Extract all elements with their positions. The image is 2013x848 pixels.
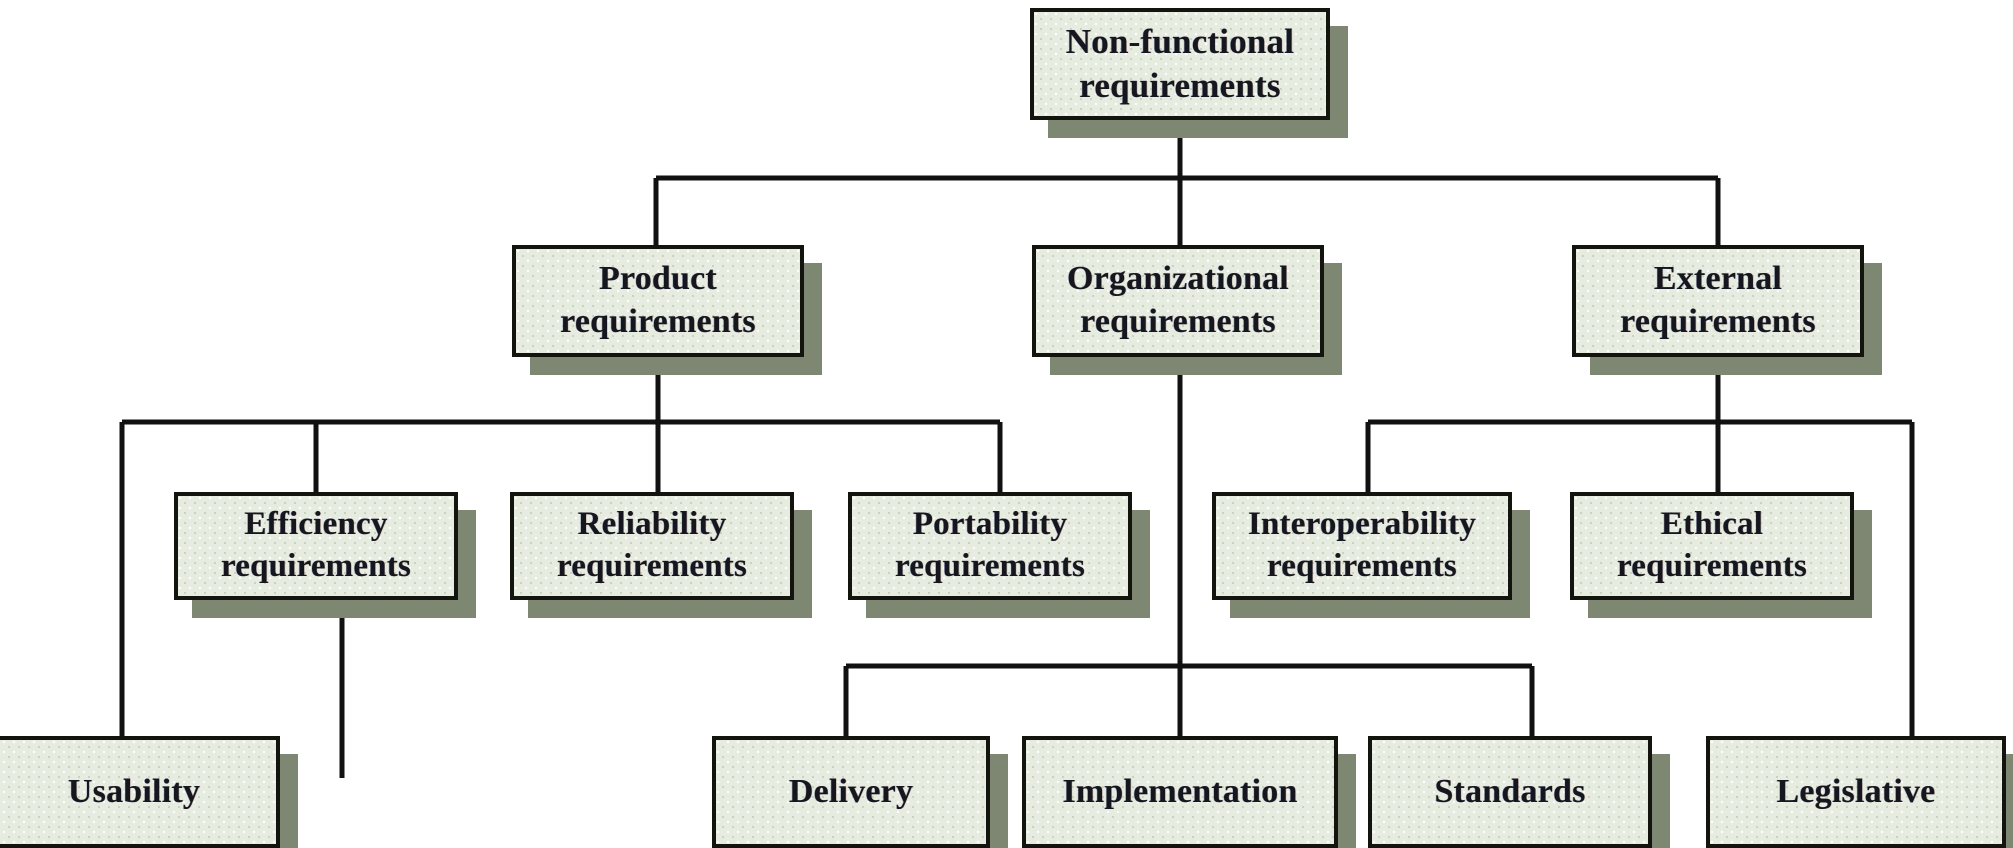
node-standards-requirements[interactable]: Standards — [1368, 736, 1652, 848]
node-label: Portability requirements — [895, 506, 1085, 584]
node-label: Usability — [67, 772, 201, 810]
node-label: Legislative — [1776, 772, 1936, 810]
node-legislative-requirements[interactable]: Legislative — [1706, 736, 2006, 848]
node-reliability-requirements[interactable]: Reliability requirements — [510, 492, 794, 600]
node-organizational-requirements[interactable]: Organizational requirements — [1032, 245, 1324, 357]
node-label: External requirements — [1620, 260, 1816, 340]
node-delivery-requirements[interactable]: Delivery — [712, 736, 990, 848]
node-usability-requirements[interactable]: Usability — [0, 736, 280, 848]
node-ethical-requirements[interactable]: Ethical requirements — [1570, 492, 1854, 600]
node-portability-requirements[interactable]: Portability requirements — [848, 492, 1132, 600]
node-label: Standards — [1434, 772, 1586, 810]
node-label: Organizational requirements — [1067, 260, 1289, 340]
node-interoperability-requirements[interactable]: Interoperability requirements — [1212, 492, 1512, 600]
node-external-requirements[interactable]: External requirements — [1572, 245, 1864, 357]
node-label: Non-functional requirements — [1065, 21, 1295, 105]
node-label: Implementation — [1062, 772, 1298, 810]
node-label: Product requirements — [560, 260, 756, 340]
nfr-classification-diagram: Non-functional requirements Product requ… — [0, 8, 2006, 848]
node-non-functional-requirements[interactable]: Non-functional requirements — [1030, 8, 1330, 120]
node-label: Ethical requirements — [1617, 506, 1807, 584]
node-implementation-requirements[interactable]: Implementation — [1022, 736, 1338, 848]
node-product-requirements[interactable]: Product requirements — [512, 245, 804, 357]
node-label: Delivery — [788, 772, 914, 810]
node-label: Interoperability requirements — [1247, 506, 1477, 584]
node-efficiency-requirements[interactable]: Efficiency requirements — [174, 492, 458, 600]
node-label: Efficiency requirements — [221, 506, 411, 584]
node-label: Reliability requirements — [557, 506, 747, 584]
connector-lines-layer — [119, 120, 1915, 778]
